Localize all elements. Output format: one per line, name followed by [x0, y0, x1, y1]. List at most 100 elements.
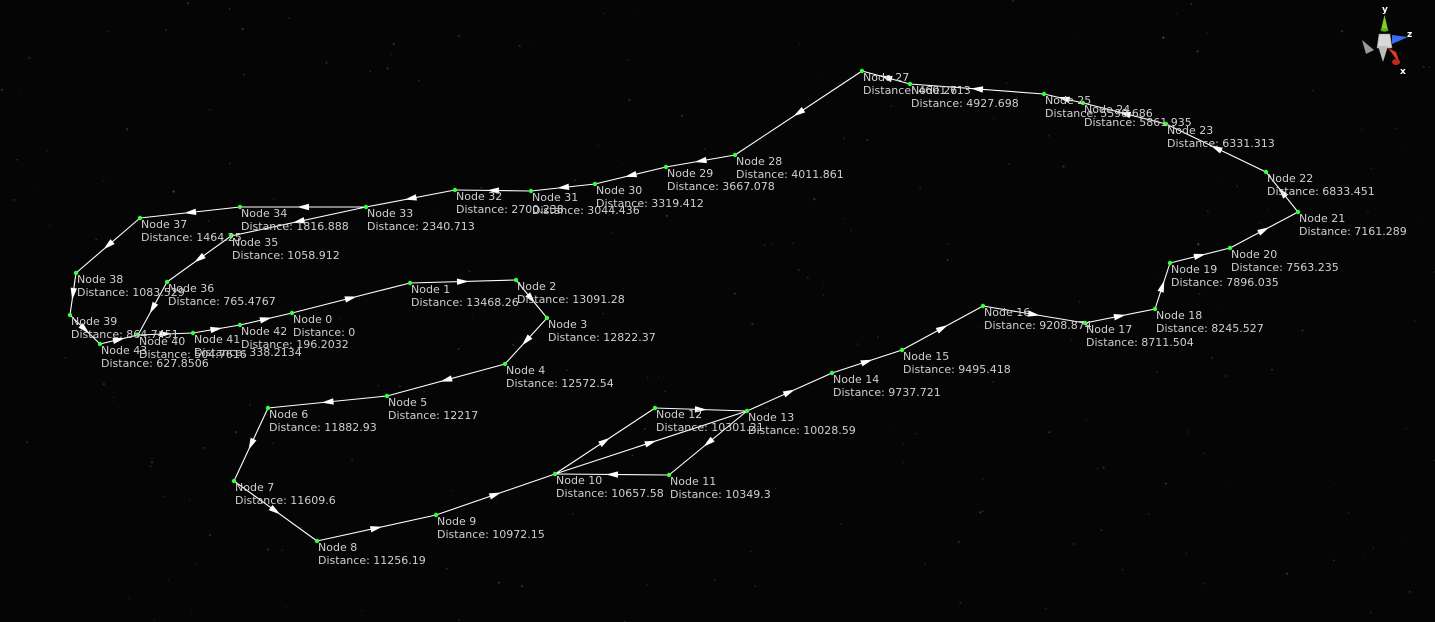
- node-marker[interactable]: [363, 204, 369, 210]
- node-marker[interactable]: [592, 181, 598, 187]
- star: [164, 29, 168, 32]
- star: [1237, 145, 1241, 148]
- star: [287, 17, 290, 20]
- star: [815, 1, 817, 3]
- star: [16, 159, 18, 161]
- star: [1413, 320, 1416, 323]
- node-distance: Distance: 1058.912: [232, 249, 340, 262]
- direction-arrow: [860, 359, 873, 367]
- star: [1370, 168, 1372, 170]
- node-marker[interactable]: [1263, 169, 1269, 175]
- node-marker[interactable]: [384, 393, 390, 399]
- star: [415, 307, 418, 310]
- node-marker[interactable]: [663, 164, 669, 170]
- node-marker[interactable]: [907, 81, 913, 87]
- node-marker[interactable]: [502, 361, 508, 367]
- node-marker[interactable]: [899, 347, 905, 353]
- direction-arrow: [248, 437, 257, 450]
- star: [919, 186, 922, 189]
- star: [1100, 529, 1103, 532]
- star: [1316, 260, 1318, 262]
- node-marker[interactable]: [744, 408, 750, 414]
- node-marker[interactable]: [135, 332, 141, 338]
- node-marker[interactable]: [552, 471, 558, 477]
- node-marker[interactable]: [544, 315, 550, 321]
- star: [924, 562, 927, 565]
- star: [392, 43, 395, 46]
- node-marker[interactable]: [231, 478, 237, 484]
- star: [480, 186, 483, 189]
- node-marker[interactable]: [1152, 306, 1158, 312]
- node-marker[interactable]: [666, 472, 672, 478]
- node-marker[interactable]: [732, 152, 738, 158]
- star: [512, 343, 515, 346]
- node-distance: Distance: 12572.54: [506, 377, 614, 390]
- node-marker[interactable]: [407, 280, 413, 286]
- direction-arrow: [159, 331, 172, 338]
- node-marker[interactable]: [289, 310, 295, 316]
- node-marker[interactable]: [1041, 91, 1047, 97]
- star: [452, 489, 454, 491]
- star: [822, 294, 824, 296]
- star: [457, 347, 460, 350]
- star: [1240, 0, 1242, 2]
- node-distance: Distance: 338.2134: [194, 346, 302, 359]
- direction-arrow: [1118, 111, 1132, 119]
- node-marker[interactable]: [228, 233, 234, 239]
- node-marker[interactable]: [73, 270, 79, 276]
- direction-arrow: [112, 337, 125, 344]
- node-marker[interactable]: [980, 303, 986, 309]
- star: [377, 385, 379, 387]
- node-distance: Distance: 10028.59: [748, 424, 856, 437]
- node-marker[interactable]: [829, 370, 835, 376]
- star: [468, 270, 471, 273]
- star: [902, 443, 905, 445]
- node-marker[interactable]: [237, 322, 243, 328]
- node-marker[interactable]: [1295, 209, 1301, 215]
- node-marker[interactable]: [1080, 100, 1086, 106]
- node-name: Node 6: [269, 408, 308, 421]
- node-marker[interactable]: [1082, 320, 1088, 326]
- node-marker[interactable]: [433, 512, 439, 518]
- node-marker[interactable]: [164, 279, 170, 285]
- node-distance: Distance: 196.2032: [241, 338, 349, 351]
- node-marker[interactable]: [1167, 260, 1173, 266]
- node-marker[interactable]: [137, 215, 143, 221]
- node-marker[interactable]: [528, 188, 534, 194]
- node-marker[interactable]: [190, 330, 196, 336]
- star: [850, 229, 852, 231]
- node-marker[interactable]: [513, 277, 519, 283]
- star: [817, 72, 819, 75]
- node-name: Node 30: [596, 184, 642, 197]
- star: [1203, 452, 1206, 455]
- node-marker[interactable]: [652, 405, 658, 411]
- star: [1266, 212, 1268, 214]
- gizmo-cube[interactable]: [1376, 33, 1393, 49]
- node-marker[interactable]: [265, 405, 271, 411]
- star: [1397, 42, 1399, 44]
- star: [1334, 483, 1336, 485]
- node-marker[interactable]: [1227, 245, 1233, 251]
- node-marker[interactable]: [1163, 121, 1169, 127]
- star: [1224, 374, 1228, 378]
- node-marker[interactable]: [237, 204, 243, 210]
- star: [398, 385, 401, 388]
- node-marker[interactable]: [314, 538, 320, 544]
- node-marker[interactable]: [452, 187, 458, 193]
- star: [471, 317, 474, 319]
- node-distance: Distance: 1816.888: [241, 220, 349, 233]
- gizmo-y-cone[interactable]: [1380, 15, 1389, 32]
- node-marker[interactable]: [859, 68, 865, 74]
- star: [457, 34, 460, 38]
- gizmo-x-cone[interactable]: [1388, 48, 1400, 65]
- gizmo-z-cone[interactable]: [1392, 35, 1408, 44]
- node-marker[interactable]: [67, 312, 73, 318]
- orientation-gizmo[interactable]: y z x: [1352, 4, 1416, 78]
- node-marker[interactable]: [97, 341, 103, 347]
